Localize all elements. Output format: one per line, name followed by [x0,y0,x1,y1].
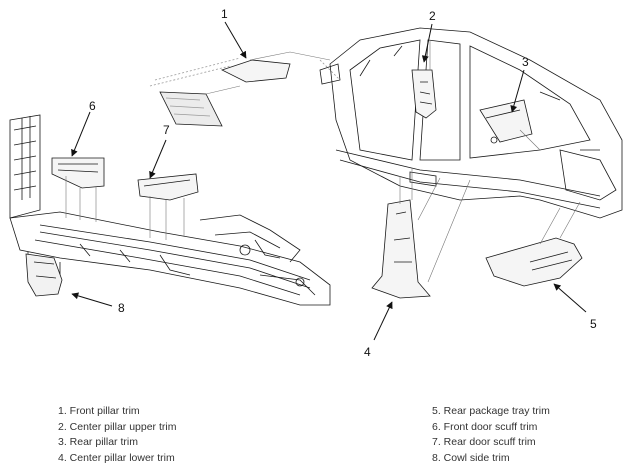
center-pillar-lower-trim [371,199,431,299]
callout-5: 5 [590,317,597,331]
front-door-scuff-trim [51,157,105,189]
legend-item: 6. Front door scuff trim [432,420,538,433]
callout-2: 2 [429,9,436,23]
legend-left: 1. Front pillar trim 2. Center pillar up… [58,404,176,466]
floor-rocker-assembly [9,114,331,306]
callout-4: 4 [364,345,371,359]
legend-item: 7. Rear door scuff trim [432,436,536,448]
legend-item: 3. Rear pillar trim [58,436,138,448]
callout-labels: 1 2 3 4 5 6 7 8 [89,7,597,359]
callout-3: 3 [522,55,529,69]
legend-item: 8. Cowl side trim [432,451,510,464]
callout-8: 8 [118,301,125,315]
body-side-panel [319,27,623,219]
rear-pillar-trim [479,99,533,143]
callout-1: 1 [221,7,228,21]
rear-door-scuff-trim [137,173,199,201]
legend-right: 5. Rear package tray trim 6. Front door … [432,404,550,466]
callout-7: 7 [163,123,170,137]
cowl-side-trim [25,253,63,297]
center-pillar-upper-trim [411,69,437,119]
assembly-guide-lines [65,40,581,283]
legend-item: 1. Front pillar trim [58,405,140,417]
legend-item: 2. Center pillar upper trim [58,420,177,433]
rear-package-tray-trim [485,237,583,287]
legend-item: 5. Rear package tray trim [432,405,550,417]
callout-6: 6 [89,99,96,113]
legend-item: 4. Center pillar lower trim [58,451,175,464]
front-pillar-trim [149,57,341,127]
callout-arrows [71,21,587,341]
